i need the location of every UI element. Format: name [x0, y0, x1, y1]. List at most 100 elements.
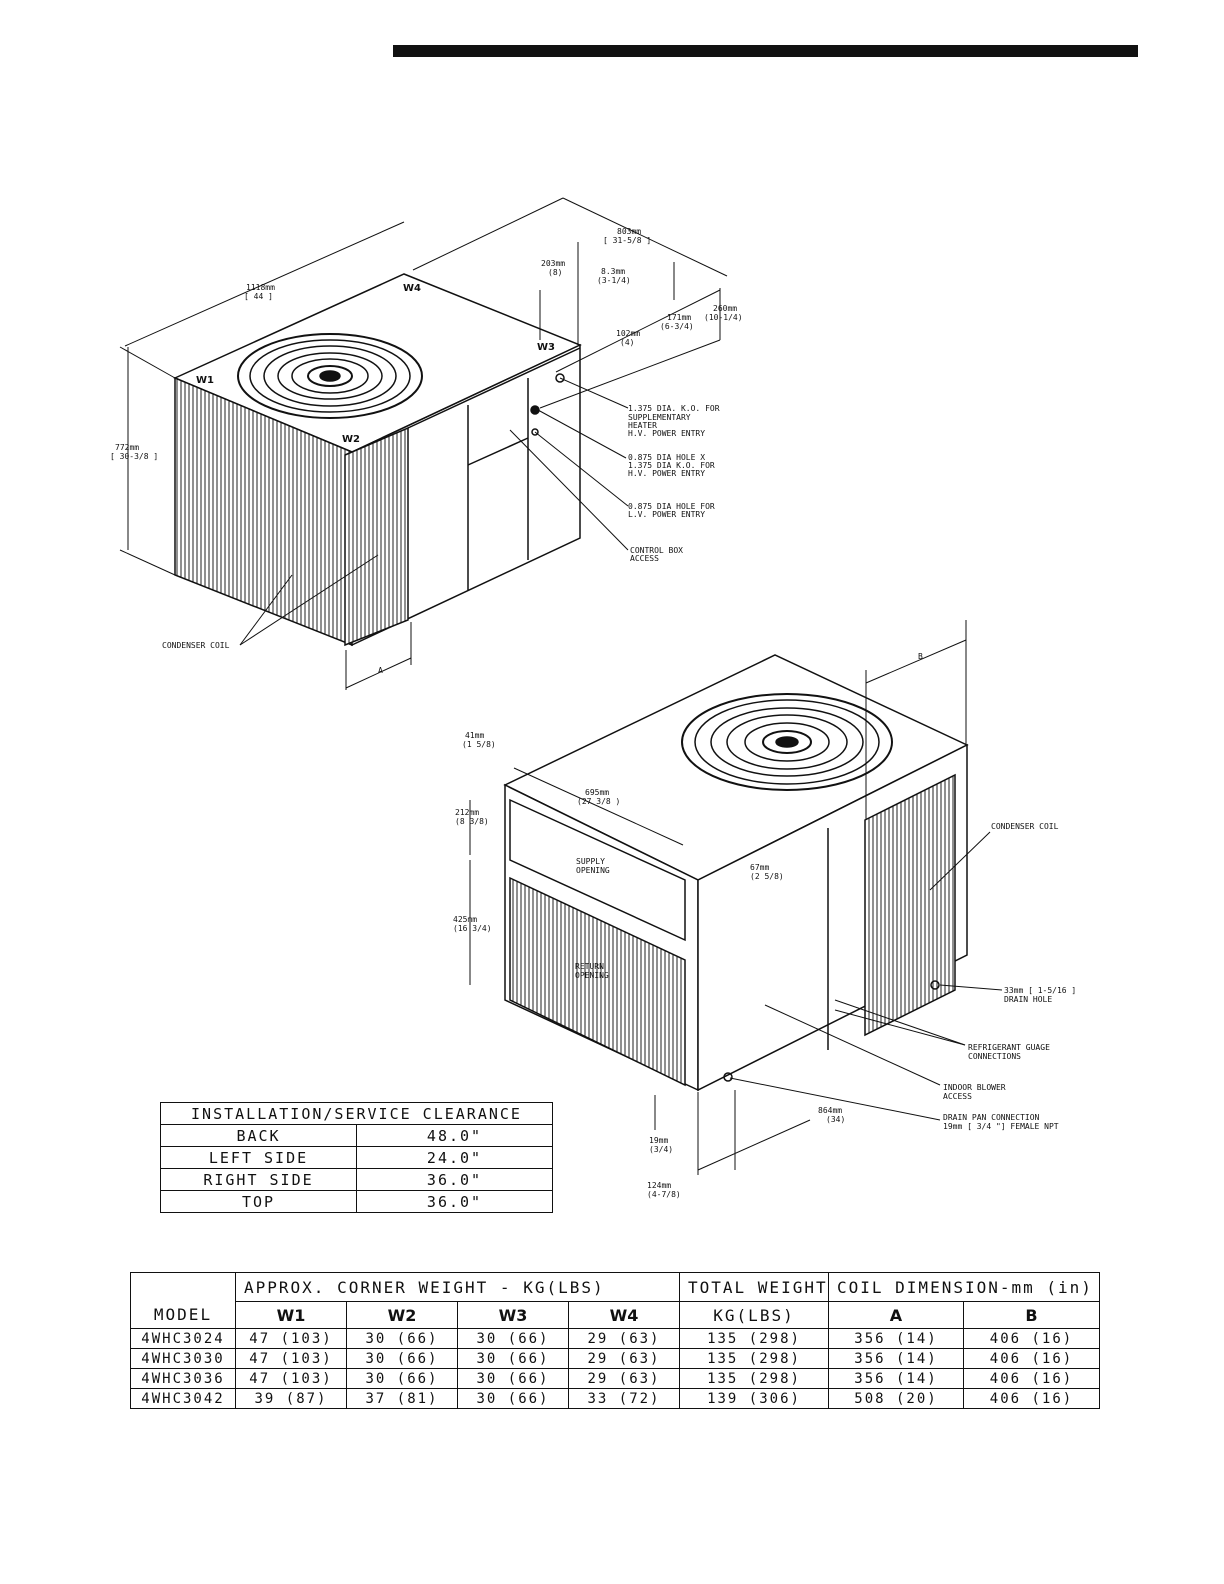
dim-a: A — [378, 666, 383, 675]
dim-1118: 1118mm — [246, 283, 275, 292]
coil-b-cell: 406 (16) — [963, 1368, 1100, 1389]
label-w3: W3 — [537, 342, 555, 353]
header-model: MODEL — [130, 1272, 236, 1329]
bottom-unit — [469, 620, 1003, 1175]
return-opening-line2: OPENING — [575, 971, 609, 980]
clearance-value: 36.0" — [356, 1190, 553, 1213]
header-total-unit: KG(LBS) — [679, 1301, 829, 1329]
clearance-title: INSTALLATION/SERVICE CLEARANCE — [160, 1102, 553, 1125]
dim-1118-in: [ 44 ] — [244, 292, 273, 301]
w1-cell: 39 (87) — [235, 1388, 347, 1409]
refrigerant-line2: CONNECTIONS — [968, 1052, 1021, 1061]
top-unit — [119, 197, 728, 690]
w4-cell: 29 (63) — [568, 1328, 680, 1349]
drain-hole-line1: 33mm [ 1-5/16 ] — [1004, 986, 1076, 995]
w2-cell: 37 (81) — [346, 1388, 458, 1409]
coil-a-cell: 356 (14) — [828, 1348, 964, 1369]
coil-a-cell: 356 (14) — [828, 1368, 964, 1389]
header-coil-dimension: COIL DIMENSION-mm (in) — [828, 1272, 1100, 1302]
dim-695-in: (27 3/8 ) — [577, 797, 620, 806]
dim-83-in: (3-1/4) — [597, 276, 631, 285]
coil-a-cell: 508 (20) — [828, 1388, 964, 1409]
w3-cell: 30 (66) — [457, 1348, 569, 1369]
fan-grille-top — [237, 333, 423, 419]
label-w2: W2 — [342, 434, 360, 445]
w2-cell: 30 (66) — [346, 1368, 458, 1389]
header-rule — [393, 45, 1138, 57]
header-corner-weight: APPROX. CORNER WEIGHT - KG(LBS) — [235, 1272, 680, 1302]
dim-102-in: (4) — [620, 338, 634, 347]
coil-b-cell: 406 (16) — [963, 1328, 1100, 1349]
dim-864-in: (34) — [826, 1115, 845, 1124]
ko2-line1: 0.875 DIA HOLE X — [628, 453, 705, 462]
w3-cell: 30 (66) — [457, 1368, 569, 1389]
total-cell: 135 (298) — [679, 1348, 829, 1369]
control-box-line1: CONTROL BOX — [630, 546, 683, 555]
dim-425: 425mm — [453, 915, 477, 924]
ko2-line3: H.V. POWER ENTRY — [628, 469, 705, 478]
model-cell: 4WHC3042 — [130, 1388, 236, 1409]
dim-260-in: (10-1/4) — [704, 313, 743, 322]
header-total-weight: TOTAL WEIGHT — [679, 1272, 829, 1302]
dim-67-in: (2 5/8) — [750, 872, 784, 881]
header-w1: W1 — [235, 1301, 347, 1329]
w4-cell: 29 (63) — [568, 1348, 680, 1369]
clearance-side: TOP — [160, 1190, 357, 1213]
fan-grille-bottom — [681, 693, 893, 791]
dim-171-in: (6-3/4) — [660, 322, 694, 331]
clearance-side: BACK — [160, 1124, 357, 1147]
ko2-line2: 1.375 DIA K.O. FOR — [628, 461, 715, 470]
w3-cell: 30 (66) — [457, 1328, 569, 1349]
dim-203: 203mm — [541, 259, 565, 268]
weight-table: MODEL APPROX. CORNER WEIGHT - KG(LBS) TO… — [130, 1272, 1100, 1409]
drain-pan-line2: 19mm [ 3/4 "] FEMALE NPT — [943, 1122, 1059, 1131]
header-w3: W3 — [457, 1301, 569, 1329]
w2-cell: 30 (66) — [346, 1328, 458, 1349]
indoor-blower-line2: ACCESS — [943, 1092, 972, 1101]
w1-cell: 47 (103) — [235, 1328, 347, 1349]
dim-803-in: [ 31-5/8 ] — [603, 236, 651, 245]
model-cell: 4WHC3024 — [130, 1328, 236, 1349]
dim-212: 212mm — [455, 808, 479, 817]
clearance-side: LEFT SIDE — [160, 1146, 357, 1169]
w1-cell: 47 (103) — [235, 1348, 347, 1369]
total-cell: 135 (298) — [679, 1368, 829, 1389]
drain-pan-line1: DRAIN PAN CONNECTION — [943, 1113, 1040, 1122]
dim-41-in: (1 5/8) — [462, 740, 496, 749]
dim-212-in: (8 3/8) — [455, 817, 489, 826]
clearance-value: 48.0" — [356, 1124, 553, 1147]
dim-772: 772mm — [115, 443, 139, 452]
w4-cell: 29 (63) — [568, 1368, 680, 1389]
ko1-line1: 1.375 DIA. K.O. FOR — [628, 404, 720, 413]
dim-171: 171mm — [667, 313, 691, 322]
dim-19: 19mm — [649, 1136, 668, 1145]
header-coil-b: B — [963, 1301, 1100, 1329]
dim-67: 67mm — [750, 863, 769, 872]
dim-864: 864mm — [818, 1106, 842, 1115]
w3-cell: 30 (66) — [457, 1388, 569, 1409]
coil-a-cell: 356 (14) — [828, 1328, 964, 1349]
drain-hole-line2: DRAIN HOLE — [1004, 995, 1052, 1004]
dim-803: 803mm — [617, 227, 641, 236]
clearance-value: 24.0" — [356, 1146, 553, 1169]
coil-b-cell: 406 (16) — [963, 1348, 1100, 1369]
model-cell: 4WHC3036 — [130, 1368, 236, 1389]
coil-b-cell: 406 (16) — [963, 1388, 1100, 1409]
total-cell: 139 (306) — [679, 1388, 829, 1409]
dim-b: B — [918, 652, 923, 661]
w2-cell: 30 (66) — [346, 1348, 458, 1369]
ko1-line3: HEATER — [628, 421, 657, 430]
drawing-labels: W4 W3 W1 W2 1118mm [ 44 ] 772mm [ 30-3/8… — [110, 227, 1076, 1199]
dim-102: 102mm — [616, 329, 640, 338]
dim-83: 8.3mm — [601, 267, 625, 276]
dim-203-in: (8) — [548, 268, 562, 277]
header-w4: W4 — [568, 1301, 680, 1329]
label-w1: W1 — [196, 375, 214, 386]
